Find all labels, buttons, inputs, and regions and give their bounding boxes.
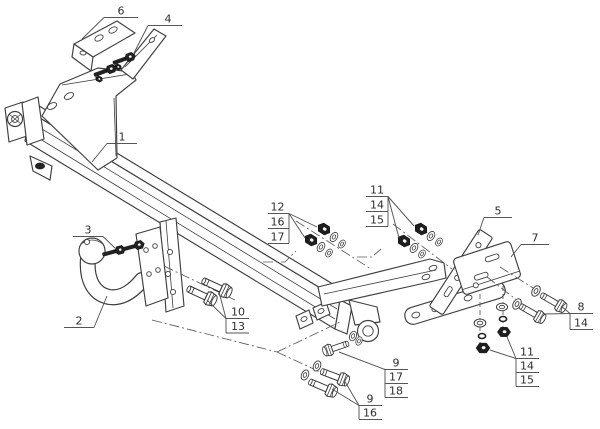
bolt-group-9-16 bbox=[299, 359, 352, 400]
clamp-plate-part-7 bbox=[453, 241, 521, 295]
part-number-label: 1 bbox=[119, 131, 126, 144]
support-plate-part-4 bbox=[120, 28, 167, 80]
nut-group-11-14-15-upper bbox=[394, 220, 445, 260]
part-number-label: 16 bbox=[363, 407, 377, 420]
callout-3: 3 bbox=[73, 224, 116, 249]
part-number-label: 14 bbox=[574, 317, 588, 330]
callout-10-13: 10 13 bbox=[206, 291, 249, 334]
gusset-plate bbox=[41, 67, 137, 171]
part-number-label: 10 bbox=[231, 306, 245, 319]
bracket-part-6 bbox=[71, 20, 136, 72]
callout-11-14-15-lower: 11 14 15 bbox=[489, 336, 539, 387]
part-number-label: 11 bbox=[520, 346, 534, 359]
callout-5: 5 bbox=[477, 205, 512, 236]
part-number-label: 17 bbox=[271, 231, 285, 244]
eye-arm bbox=[348, 299, 381, 343]
bolt-group-8-14 bbox=[510, 283, 570, 326]
part-number-label: 15 bbox=[520, 374, 534, 387]
part-number-label: 12 bbox=[271, 201, 285, 214]
part-number-label: 14 bbox=[520, 360, 534, 373]
callout-12-16-17: 12 16 17 bbox=[268, 201, 318, 244]
bottom-tab-bracket bbox=[29, 155, 53, 181]
part-number-label: 2 bbox=[76, 315, 83, 328]
callout-4: 4 bbox=[133, 13, 182, 54]
callout-9-16: 9 16 bbox=[331, 379, 382, 420]
part-number-label: 13 bbox=[231, 320, 245, 333]
bolt-group-10-13 bbox=[183, 273, 235, 309]
callout-6: 6 bbox=[81, 5, 138, 40]
side-arm bbox=[317, 258, 447, 307]
part-number-label: 5 bbox=[495, 205, 502, 218]
part-number-label: 17 bbox=[389, 371, 403, 384]
nut-group-12-16-17 bbox=[301, 220, 348, 259]
part-number-label: 4 bbox=[165, 13, 172, 26]
callout-2: 2 bbox=[64, 295, 108, 328]
towball-part-2 bbox=[78, 237, 150, 306]
left-end-eye bbox=[4, 96, 45, 146]
part-number-label: 14 bbox=[370, 199, 384, 212]
callout-8-14: 8 14 bbox=[542, 301, 593, 330]
part-number-label: 6 bbox=[118, 5, 125, 18]
callout-7: 7 bbox=[510, 232, 549, 258]
part-number-label: 9 bbox=[367, 393, 374, 406]
part-number-label: 11 bbox=[370, 184, 384, 197]
callout-9-17-18: 9 17 18 bbox=[338, 351, 408, 398]
callout-1: 1 bbox=[91, 131, 137, 163]
part-number-label: 15 bbox=[370, 214, 384, 227]
part-number-label: 18 bbox=[389, 385, 403, 398]
part-number-label: 8 bbox=[578, 301, 585, 314]
ball-mount-plate bbox=[135, 226, 169, 307]
callout-11-14-15-upper: 11 14 15 bbox=[366, 184, 415, 239]
part-number-label: 3 bbox=[85, 224, 92, 237]
part-number-label: 9 bbox=[393, 357, 400, 370]
part-number-label: 16 bbox=[271, 216, 285, 229]
part-number-label: 7 bbox=[532, 232, 539, 245]
